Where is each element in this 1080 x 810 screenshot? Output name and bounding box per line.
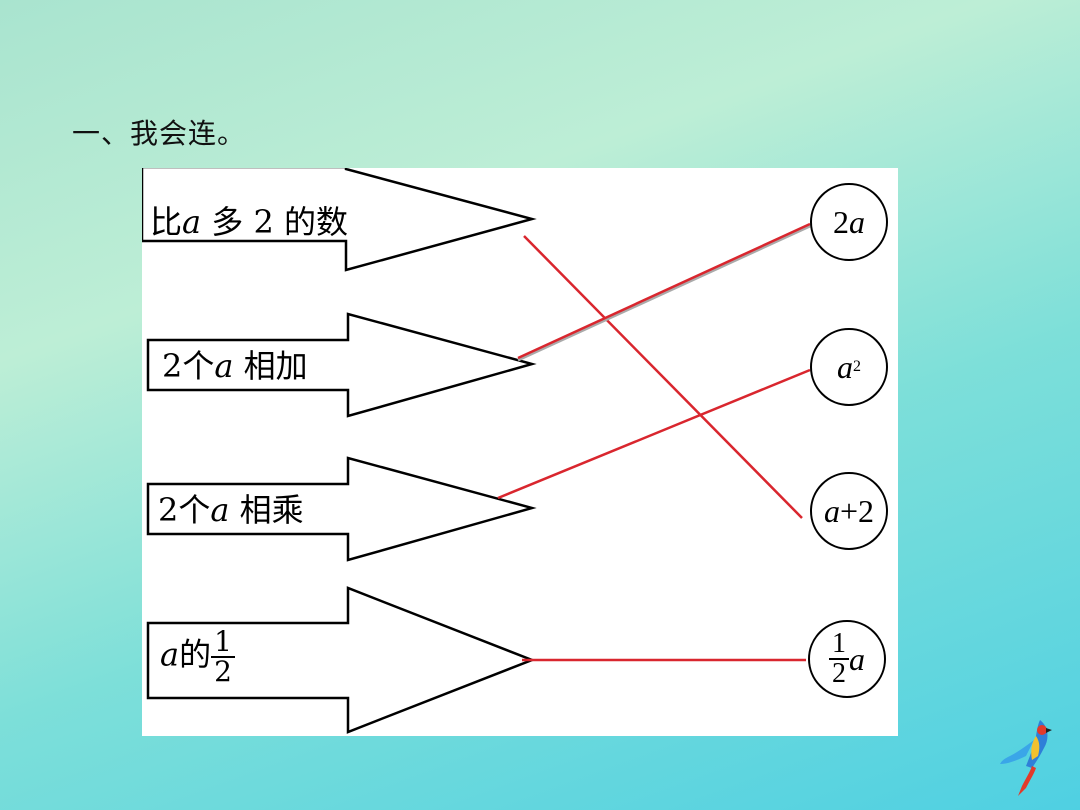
connection-line-2 bbox=[517, 224, 811, 362]
arrows-and-lines bbox=[142, 168, 811, 734]
arrow-shape-1 bbox=[142, 168, 537, 272]
arrow-shape-3 bbox=[146, 456, 537, 562]
left-item-3: 2个a 相乘 bbox=[158, 491, 304, 529]
connection-line-3 bbox=[497, 368, 811, 500]
connection-line-1 bbox=[523, 235, 803, 519]
left-item-2: 2个a 相加 bbox=[162, 347, 308, 385]
right-item-a-plus-2: a+2 bbox=[810, 472, 888, 550]
exercise-heading: 一、我会连。 bbox=[72, 117, 247, 150]
left-item-1: 比a 多 2 的数 bbox=[150, 203, 348, 241]
parrot-icon bbox=[1000, 720, 1052, 796]
arrow-shape-4 bbox=[146, 586, 536, 734]
arrow-shape-2 bbox=[146, 312, 537, 418]
connection-line-2b bbox=[517, 222, 811, 360]
